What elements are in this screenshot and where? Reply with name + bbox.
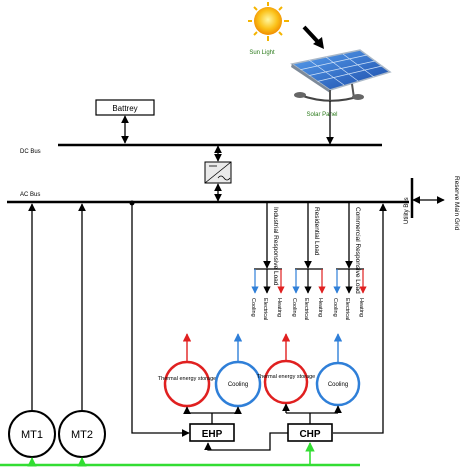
storage-feed-lines xyxy=(183,403,342,424)
thermal-storage-ehp-label: Thermal energy storage xyxy=(158,376,216,382)
residential-cooling-label: Cooling xyxy=(291,298,297,317)
load-output-branches xyxy=(251,268,367,294)
cooling-storage-ehp-label: Cooling xyxy=(228,382,248,388)
dc-bus-label: DC Bus xyxy=(20,149,41,155)
commercial-load-label: Commercial Responsive Load xyxy=(354,207,361,294)
utility-bus-label: Utility Bus xyxy=(404,197,410,224)
industrial-load: Industrial Responsive Load xyxy=(263,203,279,286)
chp-to-ac-line xyxy=(333,203,387,434)
gas-feed-arrows xyxy=(27,442,315,467)
residential-heating-label: Heating xyxy=(317,298,323,317)
chp-label: CHP xyxy=(299,429,320,440)
mt1-label: MT1 xyxy=(21,429,43,441)
thermal-storage-chp xyxy=(263,359,309,405)
battery-box xyxy=(95,99,155,116)
inverter-icon xyxy=(204,161,232,184)
sun-icon xyxy=(248,2,289,41)
sunlight-arrow-head xyxy=(313,37,324,49)
commercial-heating-label: Heating xyxy=(358,298,364,317)
solar-panel-icon xyxy=(290,49,392,102)
industrial-heating-label: Heating xyxy=(276,298,282,317)
mt2-label: MT2 xyxy=(71,429,93,441)
residential-load: Residential Load xyxy=(304,203,320,269)
ehp-label: EHP xyxy=(202,429,223,440)
load-output-labels: Cooling Electrical Heating Cooling Elect… xyxy=(250,298,364,320)
industrial-cooling-label: Cooling xyxy=(250,298,256,317)
ac-bus-label: AC Bus xyxy=(20,192,40,198)
industrial-electrical-label: Electrical xyxy=(262,298,268,320)
commercial-load: Commercial Responsive Load xyxy=(345,203,361,294)
thermal-storage-ehp xyxy=(163,360,211,408)
ehp-box xyxy=(189,423,235,442)
cooling-storage-chp xyxy=(315,361,361,407)
sunlight-arrow xyxy=(302,25,320,44)
thermal-storage-chp-label: Thermal energy storage xyxy=(257,374,315,380)
commercial-electrical-label: Electrical xyxy=(344,298,350,320)
grid-label: Reserve Main Grid xyxy=(453,176,460,231)
industrial-load-label: Industrial Responsive Load xyxy=(272,207,279,286)
residential-electrical-label: Electrical xyxy=(303,298,309,320)
residential-load-label: Residential Load xyxy=(313,207,320,256)
sun-light-label: Sun Light xyxy=(249,50,275,56)
chp-to-ehp-line xyxy=(204,432,288,451)
commercial-cooling-label: Cooling xyxy=(332,298,338,317)
cooling-storage-ehp xyxy=(214,360,262,408)
battery-label: Battrey xyxy=(112,104,137,113)
solar-panel-label: Solar Panel xyxy=(306,112,337,118)
ac-to-ehp-line xyxy=(131,203,190,437)
cooling-storage-chp-label: Cooling xyxy=(328,382,348,388)
